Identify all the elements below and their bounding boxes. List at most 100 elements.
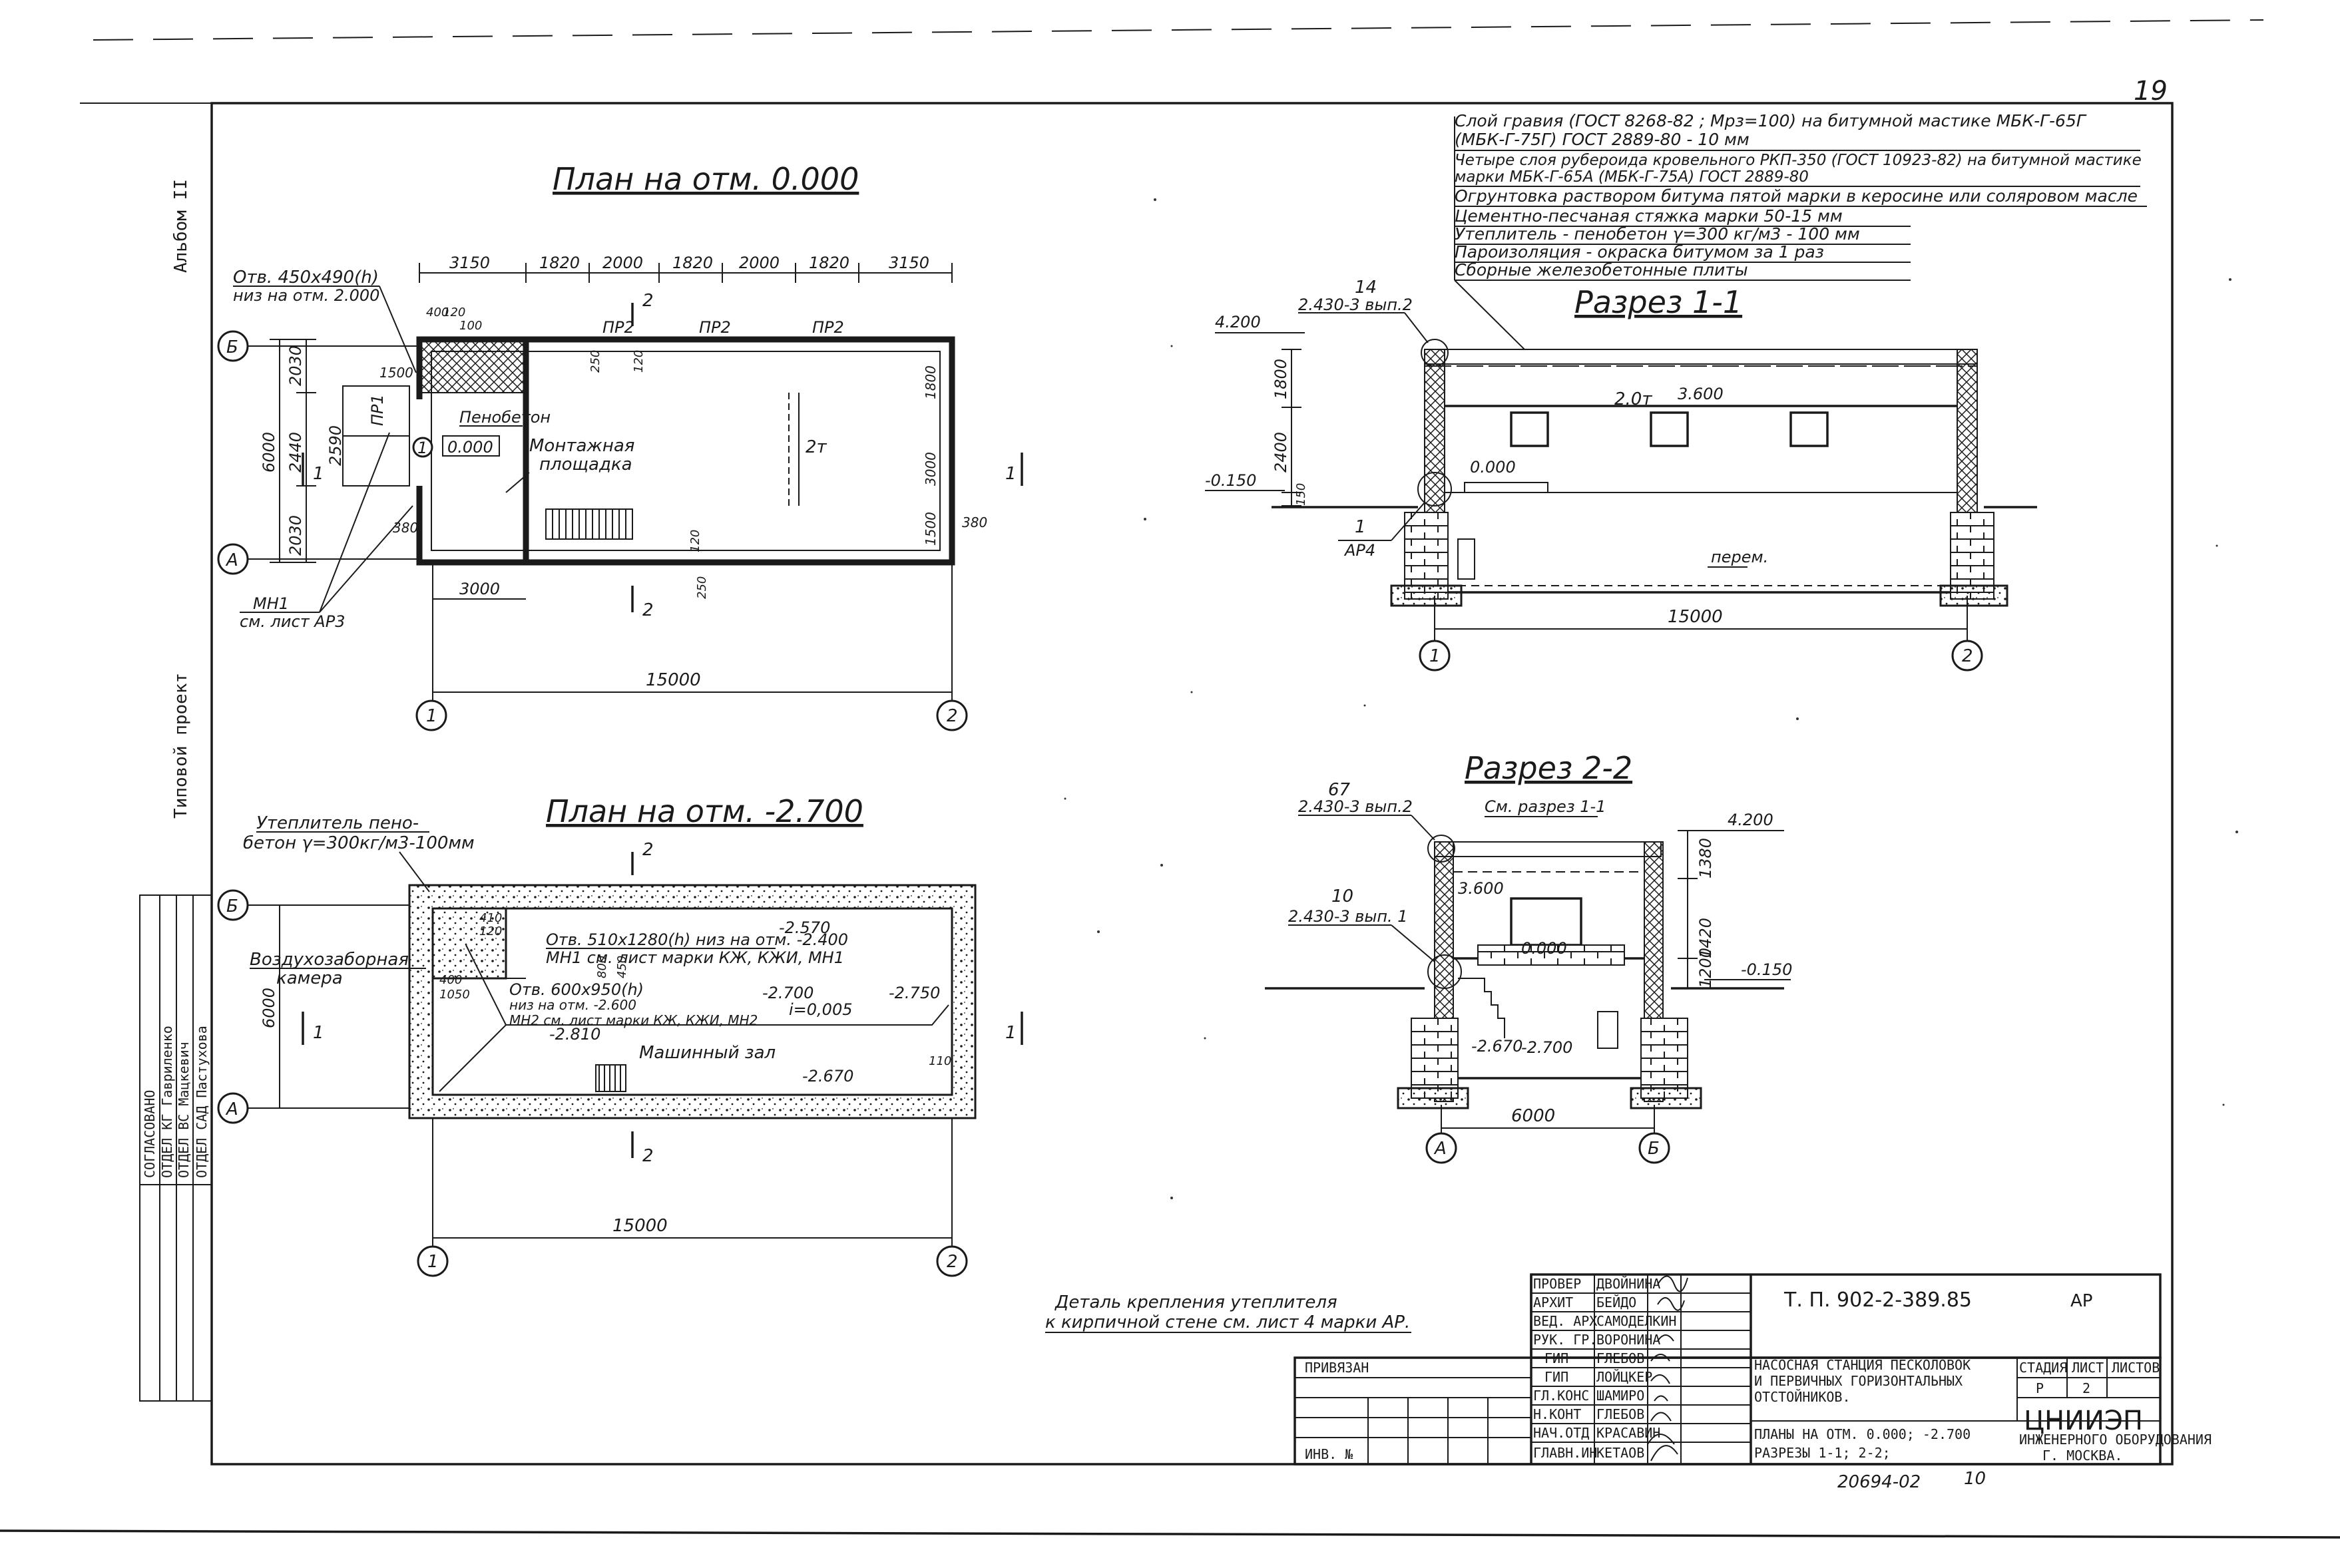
sheet-frame (0, 19, 2340, 1539)
dim-partial-bottom: 3000 (459, 580, 500, 598)
section2-ref: См. разрез 1-1 (1485, 797, 1606, 816)
section-1-1: Разрез 1-1 14 2.430-3 вып.2 (1205, 278, 2037, 672)
stage-value: Р (2036, 1380, 2044, 1396)
layer-line: Четыре слоя рубероида кровельного РКП-35… (1455, 152, 2142, 169)
tb-role: ГИП (1544, 1369, 1568, 1385)
axis-number: 2 (947, 706, 958, 726)
small-dim: 250 (695, 576, 709, 599)
small-dim: 120 (632, 350, 646, 373)
album-label: Альбом II (171, 179, 191, 273)
scan-noise (1064, 198, 2238, 1199)
cut-mark: 1 (1005, 464, 1017, 484)
stage-label: СТАДИЯ (2019, 1360, 2067, 1376)
opening-note: низ на отм. 2.000 (233, 286, 379, 305)
small-dim: 380 (393, 520, 418, 536)
approval-row: ОТДЕЛ КГ Гавриленко (159, 1026, 175, 1178)
dim-left: 2400 (1272, 432, 1290, 473)
axis-number: 2 (1962, 646, 1973, 666)
title-block: ПРИВЯЗАН ИНВ. № ПРОВЕР АРХИТ ВЕД. АРХ РУ… (1293, 1273, 2212, 1466)
section2-elev: -2.700 (1521, 1038, 1572, 1057)
plan2-elev: -2.670 (802, 1067, 853, 1085)
dim-overall-left: 6000 (260, 988, 278, 1028)
tb-role: ГИП (1544, 1350, 1568, 1366)
axis-number: 2 (947, 1252, 958, 1272)
callout-top: 2.430-3 вып.2 (1298, 797, 1413, 816)
dim-inner-left: 2590 (326, 425, 345, 466)
dim-overall-bottom: 15000 (646, 670, 701, 690)
beam-label: ПР2 (812, 318, 844, 337)
cut-mark: 2 (642, 600, 654, 620)
opening-note: Отв. 450х490(h) (233, 268, 379, 288)
dim-left: 150 (1294, 483, 1308, 506)
tb-role: ПРОВЕР (1533, 1276, 1581, 1292)
approval-row: ОТДЕЛ САД Пастухова (194, 1026, 210, 1178)
axis-number: 1 (1429, 646, 1441, 666)
opening-note: МН1 см. лист марки КЖ, КЖИ, МН1 (546, 948, 844, 967)
dim-right: 1380 (1696, 838, 1715, 879)
dim-top: 2000 (602, 254, 643, 272)
opening-note: Отв. 600х950(h) (509, 980, 644, 999)
insul-note: Утеплитель пено- (256, 813, 419, 833)
callout-bottom: 1 (1355, 517, 1366, 537)
callout-top: 14 (1355, 278, 1377, 297)
tb-name: КРАСАВИН (1596, 1425, 1660, 1441)
tb-name: ДВОЙНИНА (1596, 1276, 1660, 1292)
air-chamber-label: камера (276, 968, 343, 988)
dim-top: 1820 (809, 254, 849, 272)
project-name: НАСОСНАЯ СТАНЦИЯ ПЕСКОЛОВОК (1754, 1357, 1971, 1373)
small-dim: 3000 (923, 452, 939, 486)
section2-elev: 3.600 (1458, 879, 1504, 898)
room-label: Машинный зал (639, 1043, 776, 1063)
detail-note: к кирпичной стене см. лист 4 марки АР. (1045, 1312, 1410, 1332)
layer-line: Цементно-песчаная стяжка марки 50-15 мм (1455, 206, 1843, 226)
dim-overall-bottom: 6000 (1511, 1106, 1555, 1126)
beam-label: ПР2 (602, 318, 634, 337)
plan1-callout: 1 (417, 439, 427, 457)
plan2-elev: -2.810 (549, 1025, 600, 1044)
small-dim: 400 (426, 305, 449, 319)
tb-role: ГЛ.КОНС (1533, 1388, 1589, 1404)
cut-mark: 2 (642, 291, 654, 311)
section1-elev: -0.150 (1205, 471, 1256, 490)
axis-letter: Б (1648, 1139, 1660, 1159)
tb-name: ГЛЕБОВ (1596, 1350, 1644, 1366)
detail-note: Деталь крепления утеплителя (1054, 1292, 1337, 1312)
section1-elev: 3.600 (1678, 385, 1724, 403)
sheet-name: ПЛАНЫ НА ОТМ. 0.000; -2.700 (1754, 1426, 1971, 1442)
tb-role: Н.КОНТ (1533, 1406, 1581, 1422)
tb-name: КЕТАОВ (1596, 1445, 1644, 1461)
plan2-elev: -2.570 (779, 918, 830, 937)
dim-right: 1200 (1696, 948, 1715, 988)
dim-left: 2030 (286, 515, 305, 556)
mesh-note: МН1 (253, 594, 289, 613)
bottom-code: 20694-02 (1837, 1472, 1921, 1492)
crane-label: 2.0т (1614, 389, 1652, 409)
dim-left: 2030 (286, 345, 305, 386)
sheet-number: 19 (2134, 76, 2168, 106)
axis-letter: А (225, 550, 238, 570)
bound-label: ПРИВЯЗАН (1305, 1360, 1369, 1376)
project-type-label: Типовой проект (171, 673, 191, 819)
doc-mark: АР (2070, 1291, 2092, 1311)
tb-role: ГЛАВН.ИН (1533, 1445, 1597, 1461)
room-label: Монтажная (529, 436, 634, 456)
signature-scribbles (1647, 1275, 1688, 1462)
bottom-page: 10 (1964, 1469, 1986, 1489)
tb-role: ВЕД. АРХ (1533, 1313, 1597, 1329)
sheet-value: 2 (2082, 1380, 2090, 1396)
section-2-2: Разрез 2-2 67 2.430-3 вып.2 См. разрез 1… (1265, 750, 1792, 1164)
plan1-title: План на отм. 0.000 (553, 161, 859, 197)
plan-minus-2700: План на отм. -2.700 Машинный зал Утеплит… (217, 793, 1023, 1277)
callout-top: 67 (1328, 780, 1351, 800)
small-dim: 120 (479, 924, 502, 938)
cut-mark: 2 (642, 1146, 654, 1166)
approvals-block: СОГЛАСОВАНО ОТДЕЛ КГ Гавриленко ОТДЕЛ ВС… (139, 894, 212, 1402)
layer-line: (МБК-Г-75Г) ГОСТ 2889-80 - 10 мм (1455, 130, 1750, 149)
axis-letter: Б (226, 896, 238, 916)
callout-top: 2.430-3 вып.2 (1298, 295, 1413, 314)
lintel-label: ПР1 (368, 394, 387, 426)
org-name: ЦНИИЭП (2024, 1406, 2143, 1436)
mesh-note: см. лист АР3 (240, 612, 345, 631)
doc-code: Т. П. 902-2-389.85 (1783, 1288, 1972, 1312)
